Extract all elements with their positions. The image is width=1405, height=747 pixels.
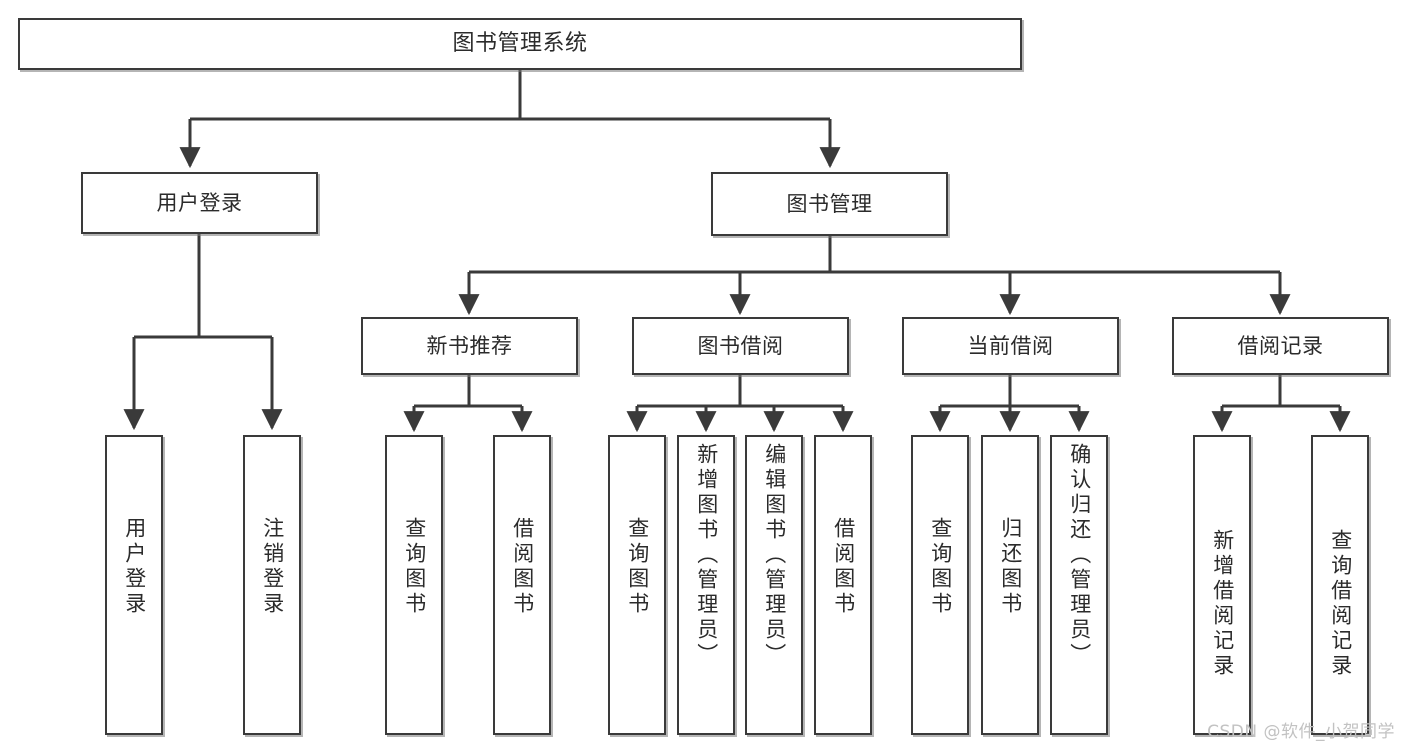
node-borrow-records[interactable]: 借阅记录 [1172, 317, 1389, 375]
node-label: 查询图书 [928, 517, 953, 617]
node-leaf-borrow-book[interactable]: 借阅图书 [814, 435, 872, 735]
node-label: 借阅图书 [831, 517, 856, 617]
node-label: 确认归还（管理员） [1067, 443, 1092, 668]
node-leaf-query-book-borrow[interactable]: 查询图书 [608, 435, 666, 735]
node-current-borrow[interactable]: 当前借阅 [902, 317, 1119, 375]
node-leaf-logout[interactable]: 注销登录 [243, 435, 301, 735]
node-leaf-query-book-recommend[interactable]: 查询图书 [385, 435, 443, 735]
node-leaf-return-book[interactable]: 归还图书 [981, 435, 1039, 735]
node-leaf-add-borrow-record[interactable]: 新增借阅记录 [1193, 435, 1251, 735]
node-label: 归还图书 [998, 517, 1023, 617]
node-label: 用户登录 [156, 190, 243, 215]
node-leaf-add-book-admin[interactable]: 新增图书（管理员） [677, 435, 735, 735]
node-label: 图书借阅 [697, 333, 784, 358]
node-new-book-recommend[interactable]: 新书推荐 [361, 317, 578, 375]
node-label: 新增借阅记录 [1210, 529, 1235, 679]
node-label: 借阅记录 [1237, 333, 1324, 358]
node-leaf-borrow-book-recommend[interactable]: 借阅图书 [493, 435, 551, 735]
node-leaf-edit-book-admin[interactable]: 编辑图书（管理员） [745, 435, 803, 735]
node-root-book-management-system[interactable]: 图书管理系统 [18, 18, 1022, 70]
node-user-login[interactable]: 用户登录 [81, 172, 318, 234]
node-label: 编辑图书（管理员） [762, 443, 787, 668]
node-book-borrow[interactable]: 图书借阅 [632, 317, 849, 375]
node-leaf-user-login[interactable]: 用户登录 [105, 435, 163, 735]
node-label: 借阅图书 [510, 517, 535, 617]
node-leaf-query-borrow-record[interactable]: 查询借阅记录 [1311, 435, 1369, 735]
node-label: 用户登录 [122, 517, 147, 617]
node-label: 查询图书 [625, 517, 650, 617]
node-label: 图书管理 [786, 191, 873, 216]
watermark-text: CSDN @软件_小贺同学 [1207, 722, 1395, 742]
node-book-management[interactable]: 图书管理 [711, 172, 948, 236]
node-label: 图书管理系统 [452, 31, 588, 57]
node-label: 查询图书 [402, 517, 427, 617]
node-label: 注销登录 [260, 517, 285, 617]
node-label: 新增图书（管理员） [694, 443, 719, 668]
node-leaf-confirm-return-admin[interactable]: 确认归还（管理员） [1050, 435, 1108, 735]
node-leaf-query-book-current[interactable]: 查询图书 [911, 435, 969, 735]
node-label: 查询借阅记录 [1328, 529, 1353, 679]
node-label: 新书推荐 [426, 333, 513, 358]
node-label: 当前借阅 [967, 333, 1054, 358]
